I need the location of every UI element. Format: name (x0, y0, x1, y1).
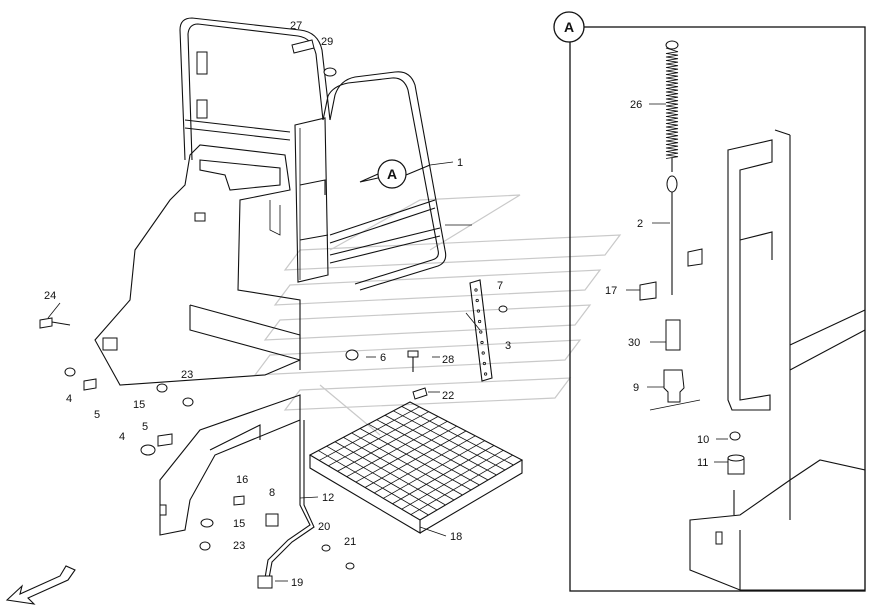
detail-a-badge: A (553, 11, 585, 43)
part-label-17: 17 (605, 285, 617, 297)
part-label-15-lower: 15 (233, 518, 245, 530)
part-label-7: 7 (497, 280, 503, 292)
part-label-16: 16 (236, 474, 248, 486)
part-label-10: 10 (697, 434, 709, 446)
watermark-logo (253, 194, 622, 436)
direction-arrow-icon (5, 565, 76, 605)
detail-a-frame (569, 26, 866, 592)
callout-a-label: A (387, 166, 397, 182)
hardware-parts (39, 39, 508, 570)
part-labels: 1 2 3 4 4 5 5 6 7 8 9 10 11 12 15 15 16 … (44, 20, 709, 589)
detail-a-contents (639, 40, 866, 591)
detail-a-label: A (564, 19, 574, 35)
part-label-15-upper: 15 (133, 399, 145, 411)
part-label-9: 9 (633, 382, 639, 394)
part-label-5-lower: 5 (142, 421, 148, 433)
part-label-18: 18 (450, 531, 462, 543)
part-label-21: 21 (344, 536, 356, 548)
grating-step (308, 401, 524, 534)
part-label-23-upper: 23 (181, 369, 193, 381)
part-label-23-lower: 23 (233, 540, 245, 552)
leader-lines (47, 103, 728, 582)
part-label-20: 20 (318, 521, 330, 533)
part-label-24: 24 (44, 290, 56, 302)
part-label-8: 8 (269, 487, 275, 499)
part-label-5-upper: 5 (94, 409, 100, 421)
perforated-bar-3 (469, 279, 493, 382)
part-label-4-upper: 4 (66, 393, 72, 405)
part-label-22: 22 (442, 390, 454, 402)
part-label-28: 28 (442, 354, 454, 366)
part-label-1: 1 (457, 157, 463, 169)
side-mounting-plate (94, 144, 301, 386)
part-label-29: 29 (321, 36, 333, 48)
part-label-30: 30 (628, 337, 640, 349)
rod-12 (257, 420, 315, 589)
part-label-3: 3 (505, 340, 511, 352)
part-label-4-lower: 4 (119, 431, 125, 443)
part-label-19: 19 (291, 577, 303, 589)
callout-a: A (359, 159, 407, 189)
part-label-2: 2 (637, 218, 643, 230)
lower-bracket (159, 394, 301, 536)
handrail-frame (179, 17, 447, 291)
part-label-6: 6 (380, 352, 386, 364)
part-label-11: 11 (697, 457, 708, 469)
part-label-12: 12 (322, 492, 334, 504)
part-label-27: 27 (290, 20, 302, 32)
part-label-26: 26 (630, 99, 642, 111)
